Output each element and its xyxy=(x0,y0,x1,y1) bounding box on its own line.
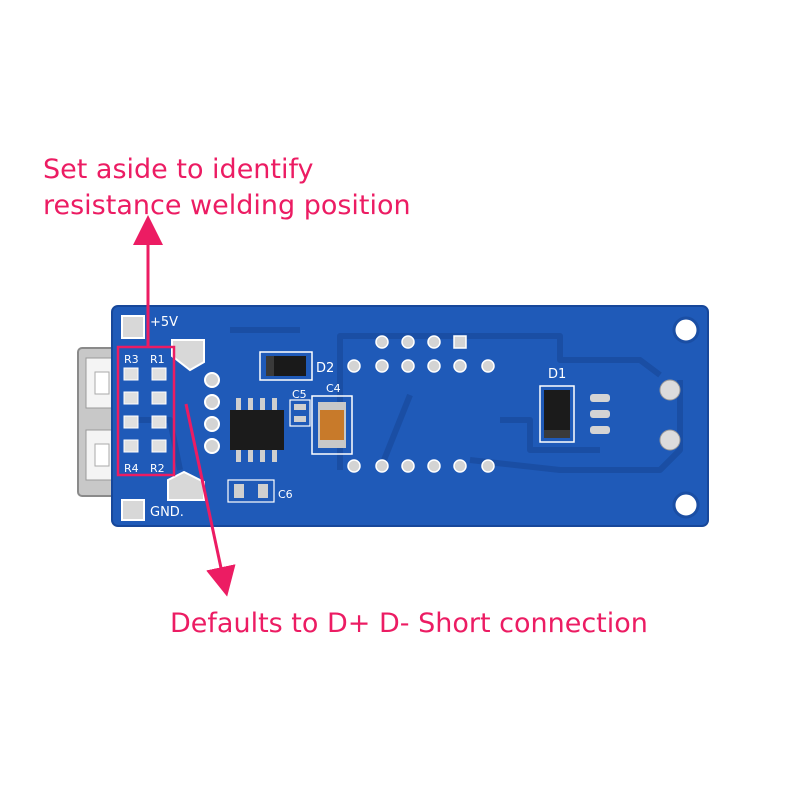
silk-label-r1: R1 xyxy=(150,353,165,366)
capacitor-c4 xyxy=(311,395,353,455)
annotation-top-line1: Set aside to identify xyxy=(43,154,314,185)
triangle-pad xyxy=(171,339,205,372)
solder-pad xyxy=(659,379,681,401)
annotation-arrow-down xyxy=(184,403,236,597)
silk-label-d1: D1 xyxy=(548,367,566,382)
resistor-pad-array xyxy=(116,345,176,477)
sot-pads xyxy=(590,394,610,434)
corner-pad xyxy=(121,315,145,339)
edge-pads xyxy=(204,372,220,454)
silk-label-d2: D2 xyxy=(316,361,334,376)
silk-label-gnd: GND. xyxy=(150,505,184,520)
header-pins-bottom xyxy=(347,459,495,473)
annotation-bottom: Defaults to D+ D- Short connection xyxy=(170,608,648,639)
silk-label-plus5v: +5V xyxy=(150,315,178,330)
mounting-hole xyxy=(672,316,700,344)
capacitor-c6 xyxy=(227,479,275,503)
annotation-top: Set aside to identify resistance welding … xyxy=(43,152,411,224)
ic-chip xyxy=(230,398,284,462)
silk-label-r2: R2 xyxy=(150,462,165,475)
corner-pad xyxy=(121,499,145,521)
capacitor-c5 xyxy=(289,399,311,427)
silk-label-c6: C6 xyxy=(278,488,293,501)
solder-pad xyxy=(659,429,681,451)
silk-label-c5: C5 xyxy=(292,388,307,401)
silk-label-c4: C4 xyxy=(326,382,341,395)
diode-d1 xyxy=(539,385,575,443)
mounting-hole xyxy=(672,491,700,519)
diode-d2 xyxy=(259,351,313,381)
silk-label-r3: R3 xyxy=(124,353,139,366)
silk-label-r4: R4 xyxy=(124,462,139,475)
annotation-top-line2: resistance welding position xyxy=(43,190,411,221)
header-pins-top xyxy=(347,335,495,373)
pcb-traces xyxy=(130,327,683,473)
